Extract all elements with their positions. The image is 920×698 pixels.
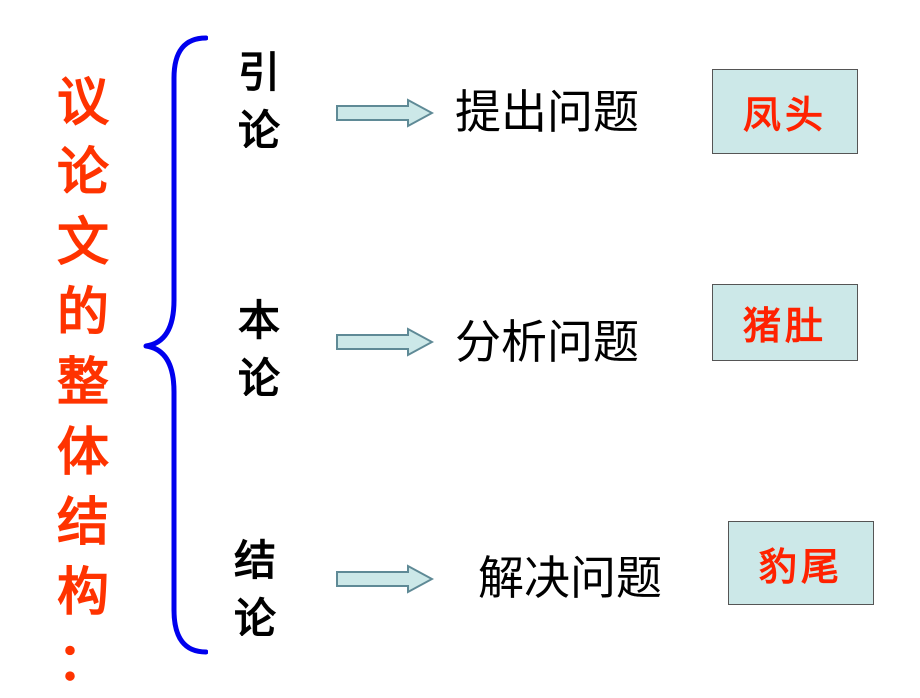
step-raise-question: 提出问题 (455, 85, 639, 139)
step-solve-question: 解决问题 (478, 551, 662, 605)
arrow-icon (336, 327, 434, 357)
title-char: 论 (56, 143, 109, 203)
title-char: 体 (56, 423, 109, 483)
tag-phoenix-head: 凤头 (712, 69, 858, 154)
part-char: 论 (237, 354, 280, 403)
title-char: 整 (56, 353, 109, 413)
step-analyze-question: 分析问题 (455, 315, 639, 369)
part-char: 论 (233, 594, 276, 643)
title-char: 构 (56, 563, 109, 623)
title-char: 的 (56, 283, 109, 343)
curly-brace (143, 35, 208, 655)
part-char: 论 (237, 106, 280, 155)
arrow-icon (336, 98, 434, 128)
title-char: 结 (56, 493, 109, 553)
part-conclusion: 结 论 (227, 532, 283, 648)
vertical-title: 议 论 文 的 整 体 结 构 ： (52, 68, 114, 698)
tag-leopard-tail: 豹尾 (728, 521, 874, 605)
part-char: 引 (237, 48, 280, 97)
arrow-icon (336, 564, 434, 594)
part-body: 本 论 (231, 292, 287, 408)
part-char: 结 (233, 536, 276, 585)
tag-pig-belly: 猪肚 (712, 284, 858, 361)
title-char: 议 (56, 73, 109, 133)
part-char: 本 (237, 296, 280, 345)
part-intro: 引 论 (231, 44, 287, 160)
title-char: 文 (56, 213, 109, 273)
curly-brace-path (143, 35, 208, 655)
title-char: ： (56, 633, 109, 693)
